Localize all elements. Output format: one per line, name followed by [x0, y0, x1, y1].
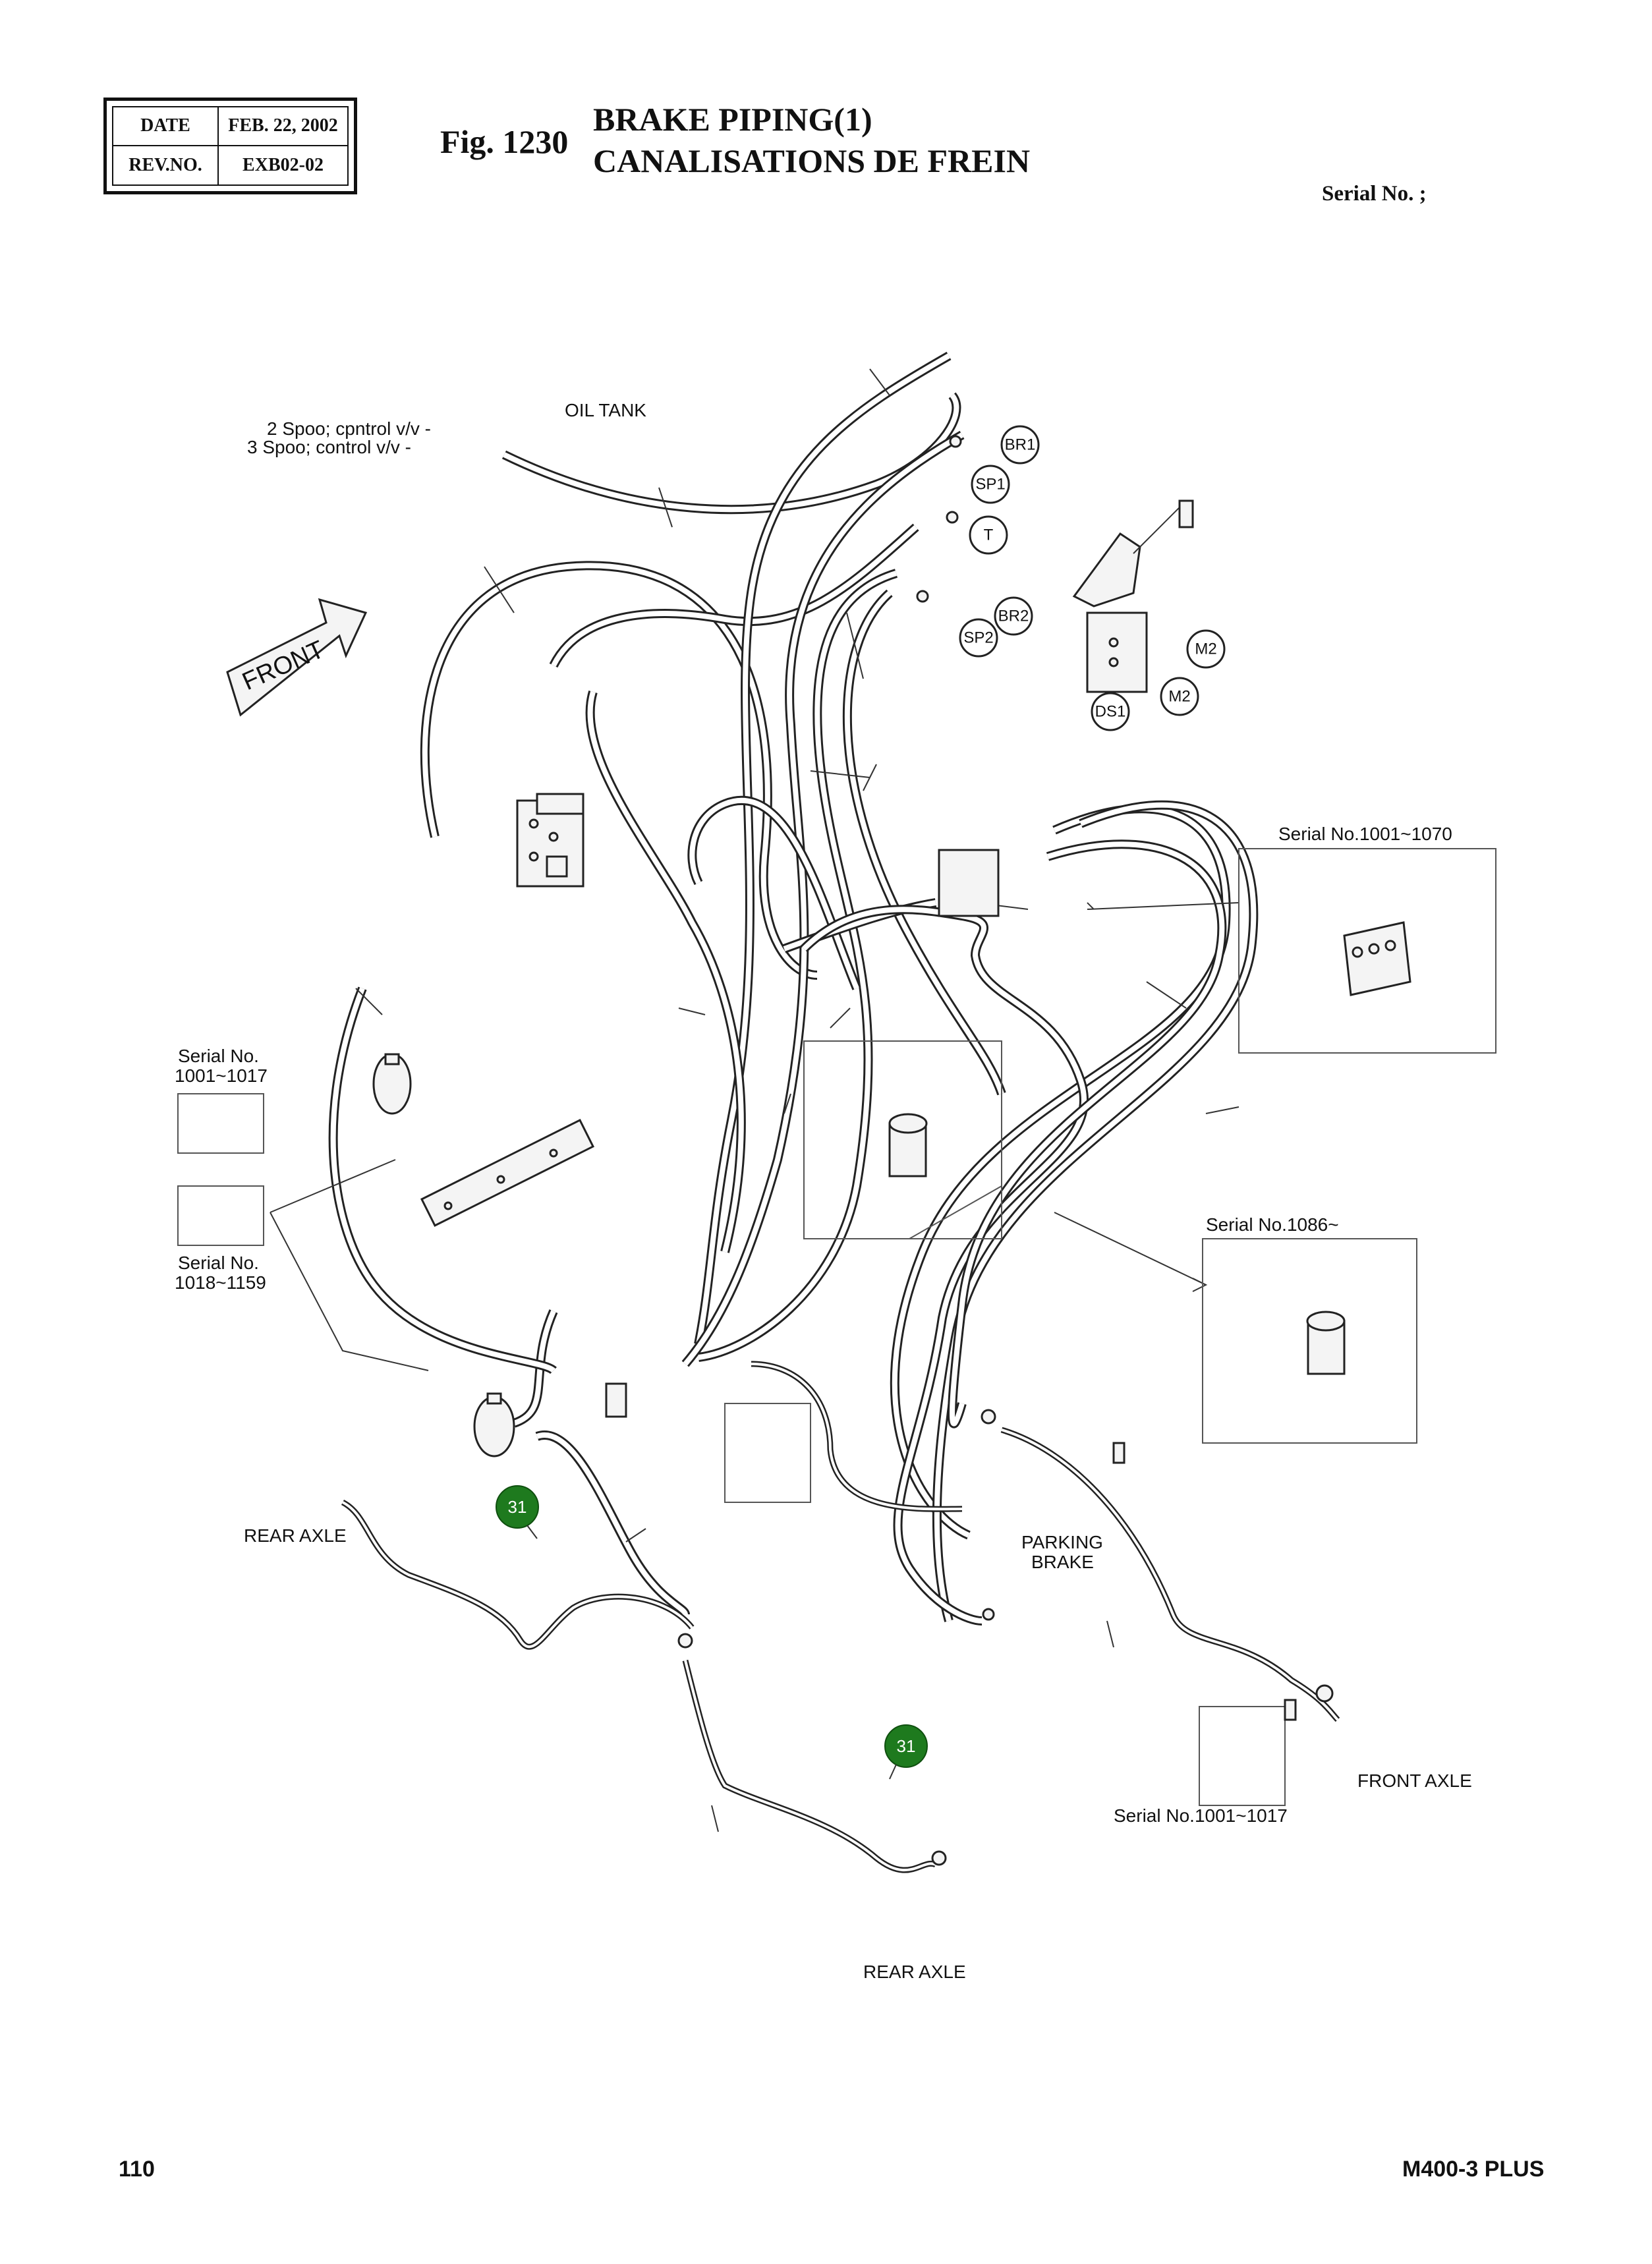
rear-axle-left-label: REAR AXLE	[244, 1525, 347, 1546]
serial-1086-label: Serial No.1086~	[1206, 1214, 1339, 1235]
diagram-labels: 2 Spoo; cpntrol v/v - 3 Spoo; control v/…	[175, 400, 1472, 1982]
svg-text:BR1: BR1	[1005, 436, 1036, 454]
brake-pedal	[1072, 499, 1194, 693]
port-sp1: SP1	[971, 465, 1010, 504]
serial-no-label: Serial No.	[178, 1046, 259, 1066]
model-name: M400-3 PLUS	[1402, 2157, 1545, 2182]
title-english: BRAKE PIPING(1)	[593, 101, 872, 138]
steel-tubes	[341, 1361, 1340, 1873]
svg-text:SP2: SP2	[963, 629, 993, 647]
svg-text:M2: M2	[1168, 688, 1190, 706]
lower-hoses	[328, 986, 690, 1616]
rear-axle-bottom-label: REAR AXLE	[863, 1962, 966, 1982]
upper-hoses	[420, 351, 1006, 1367]
spool-3-label: 3 Spoo; control v/v -	[247, 437, 411, 457]
svg-text:M2: M2	[1195, 640, 1216, 658]
port-references: BR1 SP1 T BR2 SP2 M2 M2 DS1	[959, 425, 1226, 731]
svg-text:31: 31	[508, 1497, 527, 1517]
serial-heading: Serial No. ;	[1322, 182, 1427, 206]
port-sp2: SP2	[959, 618, 998, 658]
svg-text:T: T	[984, 526, 994, 544]
serial-no-label-2: Serial No.	[178, 1253, 259, 1273]
rev-label: REV.NO.	[113, 146, 219, 184]
filters	[888, 1113, 1346, 1375]
svg-text:31: 31	[897, 1736, 916, 1756]
port-m2-b: M2	[1160, 677, 1199, 716]
port-ds1: DS1	[1091, 692, 1130, 731]
title-french: CANALISATIONS DE FREIN	[593, 142, 1031, 179]
port-br2: BR2	[994, 596, 1033, 636]
port-br1: BR1	[1000, 425, 1040, 465]
serial-1001-1017-bottom-label: Serial No.1001~1017	[1114, 1805, 1288, 1826]
revision-info-table: DATE FEB. 22, 2002 REV.NO. EXB02-02	[103, 98, 357, 194]
date-value: FEB. 22, 2002	[219, 107, 347, 146]
valve-block	[516, 793, 584, 888]
date-label: DATE	[113, 107, 219, 146]
revision-info-grid: DATE FEB. 22, 2002 REV.NO. EXB02-02	[112, 106, 349, 186]
rev-value: EXB02-02	[242, 154, 324, 175]
accumulators	[372, 1053, 515, 1457]
port-t: T	[969, 515, 1008, 555]
port-m2-a: M2	[1186, 629, 1226, 669]
front-arrow	[226, 598, 368, 717]
fittings	[605, 435, 1334, 1866]
svg-text:SP1: SP1	[975, 476, 1005, 494]
figure-number: Fig. 1230	[440, 123, 569, 160]
leader-lines	[270, 368, 1239, 1832]
serial-1001-1070-label: Serial No.1001~1070	[1278, 824, 1452, 844]
spool-2-label: 2 Spoo; cpntrol v/v -	[267, 418, 431, 439]
part-callouts: 31 31	[496, 1485, 928, 1780]
callout-31-left[interactable]: 31	[496, 1485, 539, 1539]
inset-manifold	[938, 849, 1411, 996]
front-axle-label: FRONT AXLE	[1357, 1770, 1472, 1791]
manifold-bar	[420, 1118, 595, 1228]
callout-31-right[interactable]: 31	[884, 1724, 928, 1780]
svg-text:DS1: DS1	[1095, 703, 1126, 721]
parking-label: PARKING	[1021, 1532, 1103, 1552]
inset-frames	[177, 848, 1496, 1806]
range-1018-1159-label: 1018~1159	[175, 1272, 266, 1293]
brake-label: BRAKE	[1031, 1552, 1094, 1572]
svg-text:BR2: BR2	[998, 608, 1029, 625]
range-1001-1017-label: 1001~1017	[175, 1065, 268, 1086]
oil-tank-label: OIL TANK	[565, 400, 646, 420]
page-number: 110	[119, 2157, 155, 2182]
